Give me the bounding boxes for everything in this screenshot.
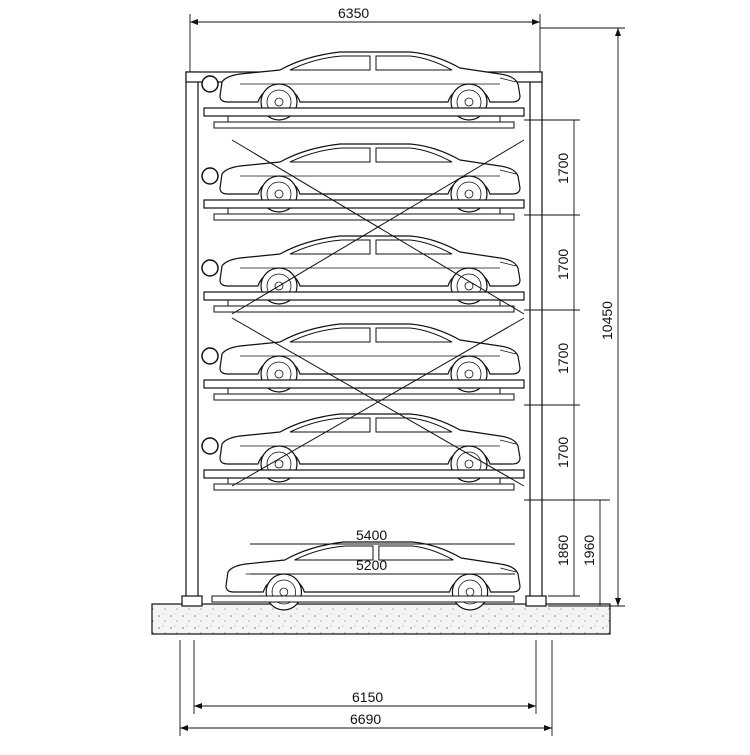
platform-rail: [203, 199, 525, 209]
dim-bottom-inner-width: 6150: [352, 689, 383, 705]
motor-drum: [201, 75, 219, 93]
parking-level-3: [201, 235, 525, 313]
parking-level-1: [201, 51, 525, 129]
dimension-lines: [179, 14, 625, 736]
parking-level-4: [201, 323, 525, 401]
dim-level-3: 1700: [555, 343, 571, 374]
dim-level-1: 1700: [555, 153, 571, 184]
dim-level-4: 1700: [555, 437, 571, 468]
motor-drum: [201, 259, 219, 277]
dim-car-length-lower: 5200: [356, 557, 387, 573]
parking-level-5: [201, 413, 525, 491]
dim-bottom-outer-width: 6690: [350, 711, 381, 727]
parking-level-2: [201, 143, 525, 221]
dim-top-width: 6350: [338, 5, 369, 21]
platform-rail: [203, 107, 525, 117]
platform-frame: [213, 305, 515, 313]
dim-ground-clearance: 1860: [555, 535, 571, 566]
dim-ground-height: 1960: [581, 535, 597, 566]
platform-frame: [213, 393, 515, 401]
platform-frame: [213, 213, 515, 221]
ground-platform: [211, 595, 515, 603]
parking-levels: [201, 51, 525, 491]
cross-bracing: [231, 139, 525, 487]
motor-drum: [201, 347, 219, 365]
foundation-slab: [151, 603, 611, 635]
dim-level-2: 1700: [555, 249, 571, 280]
motor-drum: [201, 437, 219, 455]
platform-frame: [213, 483, 515, 491]
platform-frame: [213, 121, 515, 129]
platform-rail: [203, 379, 525, 389]
right-column: [525, 71, 547, 607]
dimension-arrows: [180, 19, 621, 731]
dim-car-length-upper: 5400: [356, 527, 387, 543]
motor-drum: [201, 167, 219, 185]
dim-total-height: 10450: [599, 301, 615, 340]
left-column: [181, 71, 203, 607]
platform-rail: [203, 291, 525, 301]
platform-rail: [203, 469, 525, 479]
